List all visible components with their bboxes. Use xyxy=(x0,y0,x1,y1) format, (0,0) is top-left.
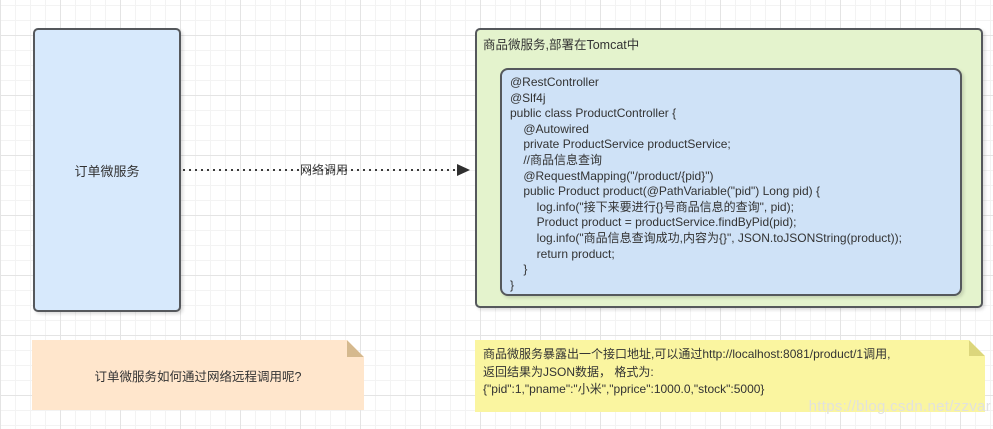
order-service-box: 订单微服务 xyxy=(33,28,181,312)
code-line: //商品信息查询 xyxy=(510,152,603,167)
code-line: } xyxy=(510,262,528,277)
api-info-line: 商品微服务暴露出一个接口地址,可以通过http://localhost:8081… xyxy=(483,347,891,361)
code-line: @Autowired xyxy=(510,121,589,136)
network-call-connector-line xyxy=(183,169,460,171)
product-service-title: 商品微服务,部署在Tomcat中 xyxy=(483,38,640,52)
note-fold-corner-icon xyxy=(969,340,985,356)
code-line: @Slf4j xyxy=(510,90,546,105)
code-line: return product; xyxy=(510,246,615,261)
code-line: log.info("接下来要进行{}号商品信息的查询", pid); xyxy=(510,199,794,214)
api-info-line: {"pid":1,"pname":"小米","pprice":1000.0,"s… xyxy=(483,382,765,396)
product-controller-code-box: @RestController @Slf4j public class Prod… xyxy=(500,68,962,296)
blog-watermark: https://blog.csdn.net/zzvar xyxy=(808,398,991,415)
api-info-note: 商品微服务暴露出一个接口地址,可以通过http://localhost:8081… xyxy=(475,340,985,412)
order-service-label: 订单微服务 xyxy=(74,163,140,179)
question-note: 订单微服务如何通过网络远程调用呢? xyxy=(32,340,364,410)
network-call-label: 网络调用 xyxy=(300,163,349,177)
api-info-line: 返回结果为JSON数据， 格式为: xyxy=(483,364,654,379)
code-line: @RequestMapping("/product/{pid}") xyxy=(510,168,714,183)
code-line: public class ProductController { xyxy=(510,106,677,121)
code-line: Product product = productService.findByP… xyxy=(510,215,797,230)
code-line: } xyxy=(510,277,515,292)
arrowhead-icon xyxy=(457,164,470,176)
question-note-text: 订单微服务如何通过网络远程调用呢? xyxy=(94,369,302,384)
code-line: private ProductService productService; xyxy=(510,137,731,152)
note-fold-corner-icon xyxy=(347,340,364,357)
code-line: @RestController xyxy=(510,75,599,89)
code-line: public Product product(@PathVariable("pi… xyxy=(510,184,820,199)
code-line: log.info("商品信息查询成功,内容为{}", JSON.toJSONSt… xyxy=(510,230,902,245)
